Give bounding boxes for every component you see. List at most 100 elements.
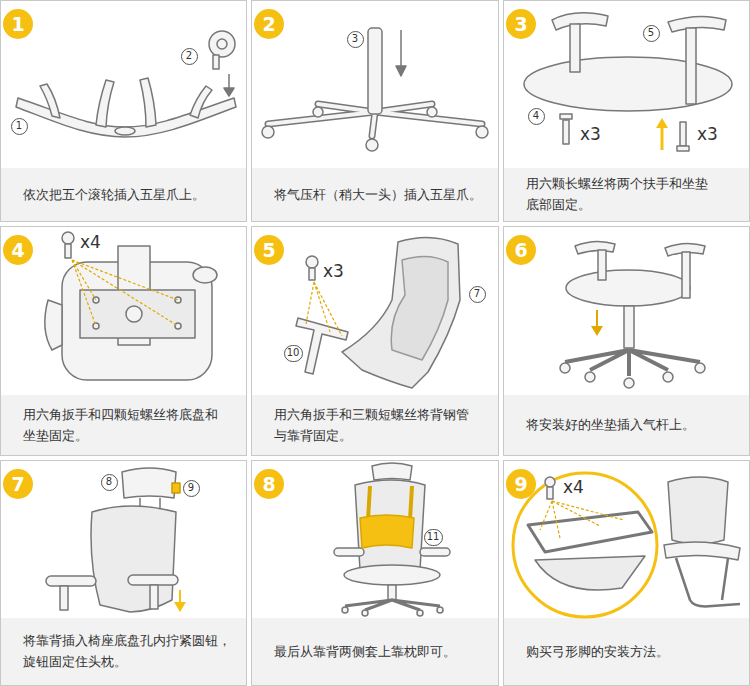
step-number: 7 bbox=[3, 469, 33, 499]
step-number: 1 bbox=[3, 9, 33, 39]
part-drawing bbox=[391, 256, 448, 360]
step-number-text: 6 bbox=[514, 241, 527, 260]
callout-text: 10 bbox=[287, 348, 300, 358]
part-drawing bbox=[334, 548, 364, 556]
step-number: 8 bbox=[254, 469, 284, 499]
yellow-guide bbox=[661, 126, 664, 150]
part-drawing bbox=[362, 610, 368, 616]
part-drawing bbox=[360, 515, 414, 548]
part-drawing bbox=[16, 13, 740, 617]
part-drawing bbox=[45, 300, 62, 350]
part-drawing bbox=[224, 88, 234, 96]
step-panel: 将靠背插入椅座底盘孔内拧紧圆钮，旋钮固定住头枕。789 bbox=[0, 460, 247, 686]
part-drawing bbox=[547, 487, 553, 499]
part-drawing bbox=[209, 31, 235, 57]
step-number-text: 1 bbox=[11, 15, 24, 34]
part-drawing bbox=[355, 480, 425, 575]
part-drawing bbox=[513, 473, 657, 617]
part-drawing bbox=[575, 241, 615, 254]
step-number: 9 bbox=[506, 469, 536, 499]
step-caption: 用六角扳手和三颗短螺丝将背钢管与靠背固定。 bbox=[274, 405, 470, 447]
callout-text: 2 bbox=[186, 51, 192, 61]
step-number: 6 bbox=[506, 235, 536, 265]
yellow-guide bbox=[72, 260, 178, 326]
step-number-text: 9 bbox=[514, 475, 527, 494]
part-drawing bbox=[80, 290, 195, 338]
quantity-label: x4 bbox=[80, 232, 101, 252]
part-drawing bbox=[345, 600, 440, 610]
part-drawing bbox=[417, 610, 423, 616]
part-drawing bbox=[128, 575, 178, 585]
callout-text: 11 bbox=[427, 532, 440, 542]
quantity-label: x3 bbox=[697, 124, 718, 144]
part-drawing bbox=[388, 585, 396, 600]
caption-band bbox=[251, 395, 499, 456]
part-drawing bbox=[313, 107, 323, 117]
yellow-guide bbox=[596, 310, 598, 328]
step-panel: 最后从靠背两侧套上靠枕即可。811 bbox=[251, 460, 499, 686]
part-drawing bbox=[175, 323, 181, 329]
part-drawing bbox=[566, 270, 690, 306]
step-number-text: 2 bbox=[262, 15, 275, 34]
part-drawing bbox=[342, 237, 460, 388]
callout-text: 4 bbox=[533, 111, 539, 121]
part-drawing bbox=[476, 126, 488, 138]
yellow-guide bbox=[540, 501, 624, 538]
step-number: 2 bbox=[254, 9, 284, 39]
callout-number: 11 bbox=[424, 529, 443, 546]
part-drawing bbox=[213, 55, 219, 69]
part-drawing bbox=[40, 84, 60, 118]
part-drawing bbox=[535, 556, 645, 590]
quantity-label-box: x4 bbox=[563, 478, 584, 497]
part-drawing bbox=[122, 468, 176, 498]
part-drawing bbox=[62, 232, 74, 244]
part-drawing bbox=[190, 86, 212, 118]
step-panel: 将气压杆（稍大一头）插入五星爪。23 bbox=[251, 0, 499, 222]
step-panel: 依次把五个滚轮插入五星爪上。112 bbox=[0, 0, 247, 222]
caption-band bbox=[251, 168, 499, 222]
step-number: 5 bbox=[254, 235, 284, 265]
part-drawing bbox=[624, 306, 634, 348]
step-panel: 将安装好的坐垫插入气杆上。 6 bbox=[503, 226, 750, 456]
callout-number: 7 bbox=[469, 286, 486, 303]
step-caption: 用六角扳手和四颗短螺丝将底盘和坐垫固定。 bbox=[23, 405, 219, 447]
part-drawing bbox=[140, 78, 156, 127]
part-drawing bbox=[545, 477, 555, 487]
step-caption: 将靠背插入椅座底盘孔内拧紧圆钮，旋钮固定住头枕。 bbox=[23, 631, 237, 673]
part-drawing bbox=[296, 318, 348, 374]
part-drawing bbox=[585, 372, 595, 382]
step-number: 3 bbox=[506, 9, 536, 39]
part-drawing bbox=[598, 250, 606, 280]
callout-text: 9 bbox=[188, 483, 194, 493]
step-caption: 购买弓形脚的安装方法。 bbox=[526, 642, 736, 663]
part-drawing bbox=[663, 372, 673, 382]
caption-band bbox=[0, 168, 247, 222]
part-drawing bbox=[437, 607, 443, 613]
part-drawing bbox=[262, 126, 274, 138]
part-drawing bbox=[565, 350, 700, 376]
caption-band bbox=[0, 395, 247, 456]
step-panel: 用六颗长螺丝将两个扶手和坐垫底部固定。345 bbox=[503, 0, 750, 222]
part-drawing bbox=[668, 16, 726, 32]
step-number-text: 4 bbox=[11, 241, 24, 260]
part-drawing bbox=[172, 483, 180, 493]
part-drawing bbox=[563, 120, 569, 144]
yellow-guide bbox=[72, 260, 624, 538]
part-drawing bbox=[217, 39, 227, 49]
step-caption: 将安装好的坐垫插入气杆上。 bbox=[526, 415, 736, 436]
part-drawing bbox=[524, 57, 732, 111]
part-drawing bbox=[306, 256, 318, 268]
part-drawing bbox=[695, 363, 705, 373]
callout-number: 2 bbox=[181, 48, 198, 65]
callout-number: 5 bbox=[643, 25, 660, 42]
step-caption: 依次把五个滚轮插入五星爪上。 bbox=[23, 185, 228, 206]
yellow-guide bbox=[591, 326, 603, 336]
part-drawing bbox=[624, 378, 634, 388]
part-drawing bbox=[420, 548, 450, 556]
quantity-label-box: x3 bbox=[697, 125, 718, 144]
part-drawing bbox=[309, 268, 315, 280]
part-drawing bbox=[115, 127, 135, 135]
part-drawing bbox=[686, 28, 696, 104]
quantity-label-box: x3 bbox=[580, 125, 601, 144]
